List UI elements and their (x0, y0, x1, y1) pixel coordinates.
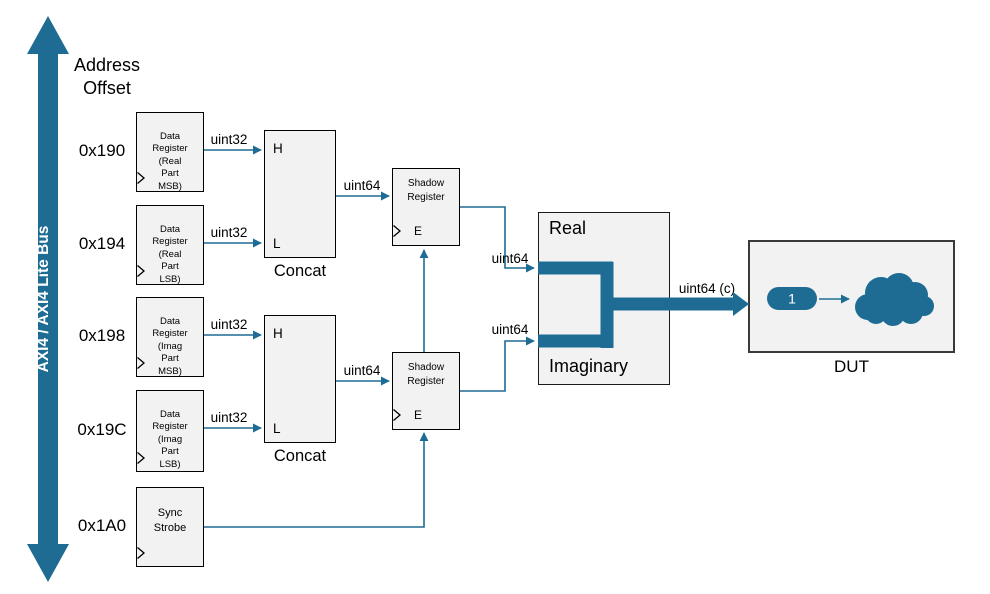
clock-wedge-icon (137, 172, 145, 184)
clock-wedge-icon (137, 547, 145, 559)
shadow-register-label: Shadow Register (407, 178, 445, 203)
uint64-signal-label: uint64 (491, 322, 529, 337)
imaginary-label: Imaginary (549, 356, 629, 376)
clock-wedge-icon (393, 225, 401, 237)
dut-label: DUT (834, 357, 869, 376)
clock-wedge-icon (137, 452, 145, 464)
address-offset-0x19C: 0x19C (77, 420, 127, 439)
axi-bus-label: AXI4 / AXI4 Lite Bus (35, 226, 52, 373)
clock-wedge-icon (137, 357, 145, 369)
uint32-signal-label: uint32 (210, 410, 248, 425)
clock-wedge-icon (393, 409, 401, 421)
shadow-register-real-block: Shadow Register E (392, 168, 460, 246)
register-imag-msb: Data Register (Imag Part MSB) (136, 297, 204, 377)
register-real-msb-label: Data Register (Real Part MSB) (152, 130, 188, 192)
uint64c-signal-label: uint64 (c) (678, 281, 736, 296)
uint64-arrow-shadow-imag (460, 336, 535, 392)
enable-input-label: E (414, 408, 423, 422)
axi-bus-arrow (27, 16, 69, 582)
input-h-label: H (273, 141, 283, 156)
address-offset-header: Address Offset (73, 55, 141, 98)
clock-wedge-icon (137, 265, 145, 277)
uint32-signal-label: uint32 (210, 225, 248, 240)
input-l-label: L (273, 421, 281, 436)
real-label: Real (549, 218, 587, 238)
shadow-register-imag-block: Shadow Register E (392, 352, 460, 430)
sync-strobe-line-lower (204, 432, 429, 528)
register-imag-lsb-label: Data Register (Imag Part LSB) (152, 408, 188, 470)
real-imag-combiner-block: Real Imaginary (538, 212, 670, 385)
sync-strobe-block: Sync Strobe (136, 487, 204, 567)
uint64-arrow-shadow-real (460, 206, 535, 273)
register-imag-msb-label: Data Register (Imag Part MSB) (152, 315, 188, 377)
dut-block (748, 240, 955, 353)
concat-real-block: H L (264, 130, 336, 258)
uint64-signal-label: uint64 (491, 251, 529, 266)
concat-imag-caption: Concat (273, 447, 327, 465)
uint64-signal-label: uint64 (343, 178, 381, 193)
register-imag-lsb: Data Register (Imag Part LSB) (136, 390, 204, 472)
uint64-signal-label: uint64 (343, 363, 381, 378)
register-real-msb: Data Register (Real Part MSB) (136, 112, 204, 192)
address-offset-0x198: 0x198 (78, 326, 126, 345)
address-offset-0x190: 0x190 (78, 141, 126, 160)
input-h-label: H (273, 326, 283, 341)
uint32-signal-label: uint32 (210, 317, 248, 332)
register-real-lsb: Data Register (Real Part LSB) (136, 205, 204, 285)
concat-imag-block: H L (264, 315, 336, 443)
sync-strobe-label: Sync Strobe (153, 507, 187, 534)
input-l-label: L (273, 236, 281, 251)
address-offset-0x194: 0x194 (78, 234, 126, 253)
shadow-register-label: Shadow Register (407, 362, 445, 387)
address-offset-0x1A0: 0x1A0 (77, 516, 127, 535)
concat-real-caption: Concat (273, 262, 327, 280)
enable-input-label: E (414, 224, 423, 238)
uint32-signal-label: uint32 (210, 132, 248, 147)
register-real-lsb-label: Data Register (Real Part LSB) (152, 223, 188, 285)
